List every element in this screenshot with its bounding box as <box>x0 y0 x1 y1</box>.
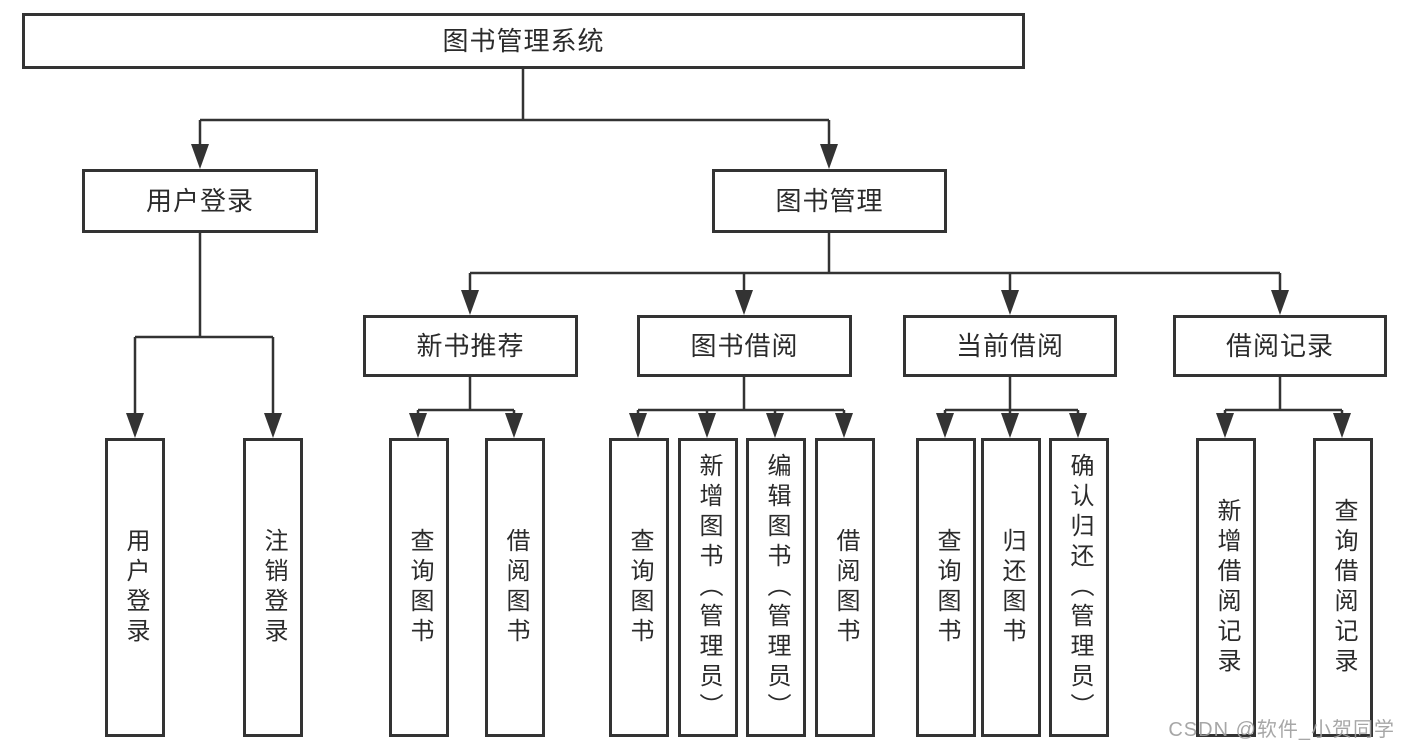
node-borrow-records: 借阅记录 <box>1173 315 1387 377</box>
leaf-user-login-label: 用户登录 <box>122 527 149 648</box>
leaf-return-book: 归还图书 <box>981 438 1041 737</box>
leaf-add-borrow-record: 新增借阅记录 <box>1196 438 1256 737</box>
leaf-query-borrow-record: 查询借阅记录 <box>1313 438 1373 737</box>
leaf-confirm-return-admin-label: 确认归还（管理员） <box>1066 452 1093 723</box>
leaf-query-book-2-label: 查询图书 <box>626 527 653 648</box>
node-book-management: 图书管理 <box>712 169 947 233</box>
node-current-borrow-label: 当前借阅 <box>955 331 1064 361</box>
leaf-edit-book-admin-label: 编辑图书（管理员） <box>763 452 790 723</box>
node-book-borrow-label: 图书借阅 <box>690 331 799 361</box>
node-book-borrow: 图书借阅 <box>637 315 852 377</box>
leaf-return-book-label: 归还图书 <box>998 527 1025 648</box>
leaf-query-book-3-label: 查询图书 <box>933 527 960 648</box>
leaf-query-book-3: 查询图书 <box>916 438 976 737</box>
node-borrow-records-label: 借阅记录 <box>1225 331 1334 361</box>
node-new-book-recommend-label: 新书推荐 <box>416 331 525 361</box>
leaf-add-borrow-record-label: 新增借阅记录 <box>1213 497 1240 678</box>
node-user-login-label: 用户登录 <box>145 186 254 216</box>
leaf-logout-label: 注销登录 <box>260 527 287 648</box>
leaf-query-borrow-record-label: 查询借阅记录 <box>1330 497 1357 678</box>
leaf-add-book-admin: 新增图书（管理员） <box>678 438 738 737</box>
leaf-borrow-book-1-label: 借阅图书 <box>502 527 529 648</box>
leaf-borrow-book-2: 借阅图书 <box>815 438 875 737</box>
csdn-watermark: CSDN @软件_小贺同学 <box>1168 719 1395 741</box>
node-book-management-label: 图书管理 <box>775 186 884 216</box>
node-user-login: 用户登录 <box>82 169 318 233</box>
leaf-edit-book-admin: 编辑图书（管理员） <box>746 438 806 737</box>
leaf-borrow-book-2-label: 借阅图书 <box>832 527 859 648</box>
leaf-add-book-admin-label: 新增图书（管理员） <box>695 452 722 723</box>
leaf-query-book-1: 查询图书 <box>389 438 449 737</box>
node-root-label: 图书管理系统 <box>442 26 605 56</box>
node-root: 图书管理系统 <box>22 13 1025 69</box>
leaf-query-book-2: 查询图书 <box>609 438 669 737</box>
node-current-borrow: 当前借阅 <box>903 315 1117 377</box>
node-new-book-recommend: 新书推荐 <box>363 315 578 377</box>
leaf-confirm-return-admin: 确认归还（管理员） <box>1049 438 1109 737</box>
leaf-borrow-book-1: 借阅图书 <box>485 438 545 737</box>
leaf-query-book-1-label: 查询图书 <box>406 527 433 648</box>
leaf-logout: 注销登录 <box>243 438 303 737</box>
leaf-user-login: 用户登录 <box>105 438 165 737</box>
